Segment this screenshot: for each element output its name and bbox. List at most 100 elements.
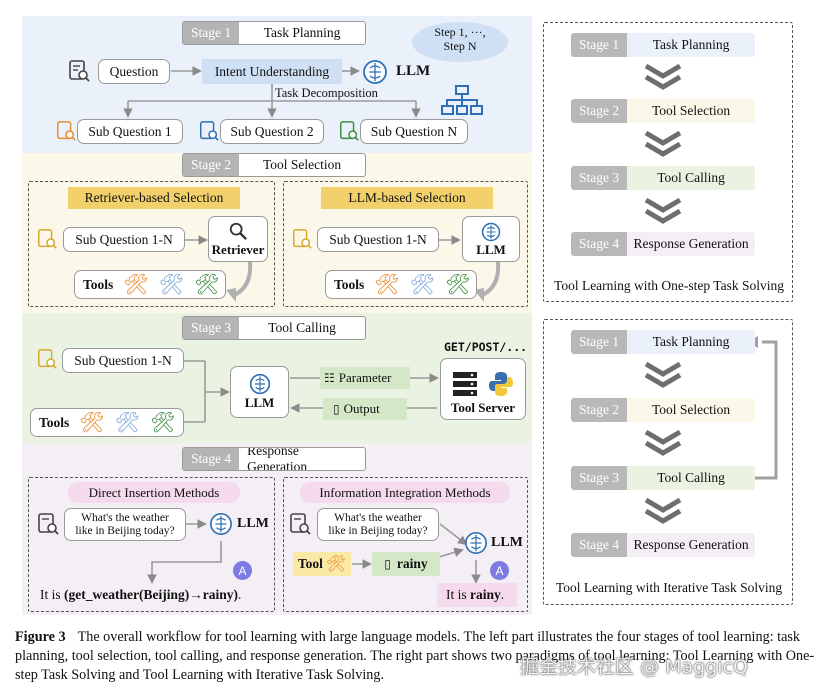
stage-tag: Stage 3 bbox=[571, 166, 628, 190]
tools-label: Tools bbox=[83, 276, 114, 292]
sub-question-1-box: Sub Question 1 bbox=[77, 119, 183, 144]
stage-label: Tool Calling bbox=[657, 470, 725, 485]
brain-icon bbox=[210, 513, 232, 535]
weather-question-line1: What's the weather bbox=[334, 511, 422, 524]
chevron-down-icon bbox=[644, 63, 682, 79]
sub-question-icon bbox=[340, 121, 359, 141]
stage-label: Response Generation bbox=[633, 537, 749, 552]
wrench-icon: 🛠 bbox=[374, 274, 400, 296]
direct-answer-bold: (get_weather(Beijing)→rainy) bbox=[64, 587, 238, 602]
tools-box: Tools 🛠 🛠 🛠 bbox=[74, 270, 226, 299]
sub-question-icon bbox=[38, 229, 57, 249]
llm-box: LLM bbox=[230, 366, 289, 418]
stage-label: Task Planning bbox=[652, 37, 730, 52]
wrench-icon: 🛠 bbox=[79, 412, 105, 434]
one-step-caption: Tool Learning with One-step Task Solving bbox=[554, 278, 784, 293]
iterative-stage1: Stage 1 Task Planning bbox=[571, 330, 755, 354]
chevron-down-icon bbox=[644, 440, 682, 456]
step-cloud-text: Step 1, ···, Step N bbox=[434, 25, 486, 53]
wrench-icon: 🛠 bbox=[123, 274, 149, 296]
sub-question-icon bbox=[57, 121, 76, 141]
chevron-down-icon bbox=[644, 361, 682, 377]
stage-tag: Stage 3 bbox=[571, 466, 628, 490]
llm-label: LLM bbox=[244, 395, 275, 410]
chevron-down-icon bbox=[644, 130, 682, 146]
tools-label: Tools bbox=[39, 414, 70, 430]
stage-title: Response Generation bbox=[247, 447, 308, 471]
chevron-down-icon bbox=[644, 429, 682, 445]
llm-label: LLM bbox=[396, 63, 431, 79]
stage-tag: Stage 4 bbox=[571, 232, 628, 256]
chevron-down-icon bbox=[644, 197, 682, 213]
agent-avatar: A bbox=[490, 561, 509, 580]
stage-tag: Stage 3 bbox=[183, 317, 240, 339]
chevron-down-icon bbox=[644, 74, 682, 90]
wrench-icon: 🛠 bbox=[158, 274, 185, 296]
stage4-header: Stage 4 Response Generation bbox=[182, 447, 366, 471]
stage-title: Tool Selection bbox=[262, 157, 342, 172]
question-doc-icon bbox=[38, 513, 59, 535]
stage-title: Task Planning bbox=[263, 25, 341, 40]
wrench-icon: 🛠 bbox=[114, 412, 141, 434]
rainy-label: rainy bbox=[396, 556, 428, 571]
integration-title: Information Integration Methods bbox=[300, 482, 510, 503]
sub-question-box: Sub Question 1-N bbox=[63, 227, 185, 252]
brain-icon bbox=[249, 373, 270, 395]
chevron-down-icon bbox=[644, 497, 682, 513]
output-label: Output bbox=[343, 401, 380, 416]
stage-tag: Stage 1 bbox=[571, 330, 628, 354]
sub-question-icon bbox=[293, 229, 312, 249]
tool-label: Tool bbox=[297, 556, 323, 571]
direct-answer: It is (get_weather(Beijing)→rainy). bbox=[40, 587, 241, 603]
figure-label: Figure 3 bbox=[15, 629, 66, 645]
python-icon bbox=[489, 372, 513, 396]
llm-label: LLM bbox=[491, 535, 523, 550]
hierarchy-icon bbox=[441, 85, 483, 115]
tools-label: Tools bbox=[334, 276, 365, 292]
stage2-header: Stage 2 Tool Selection bbox=[182, 153, 366, 177]
weather-question-box: What's the weather like in Beijing today… bbox=[64, 508, 186, 541]
integration-box bbox=[283, 477, 528, 612]
llm-box: LLM bbox=[462, 216, 520, 262]
stage-label: Tool Selection bbox=[651, 402, 731, 417]
stage-tag: Stage 4 bbox=[183, 448, 240, 470]
tool-server-box: Tool Server bbox=[440, 358, 526, 420]
retriever-selection-box bbox=[28, 181, 275, 307]
iterative-stage3: Stage 3 Tool Calling bbox=[571, 466, 755, 490]
weather-question-line2: like in Beijing today? bbox=[328, 524, 428, 537]
sub-question-icon bbox=[200, 121, 219, 141]
direct-answer-suffix: . bbox=[237, 587, 242, 602]
caption-text: The overall workflow for tool learning w… bbox=[15, 629, 815, 683]
wrench-icon: 🛠 bbox=[409, 274, 436, 296]
chevron-down-icon bbox=[644, 508, 682, 524]
stage-tag: Stage 2 bbox=[571, 398, 628, 422]
llm-selection-box bbox=[283, 181, 528, 307]
stage-title: Tool Calling bbox=[268, 320, 336, 335]
iterative-stage2: Stage 2 Tool Selection bbox=[571, 398, 755, 422]
stage-tag: Stage 1 bbox=[571, 33, 628, 57]
one-step-stage1: Stage 1 Task Planning bbox=[571, 33, 755, 57]
brain-icon bbox=[481, 222, 501, 242]
stage-tag: Stage 1 bbox=[183, 22, 240, 44]
document-icon: ▯ bbox=[384, 556, 391, 571]
direct-answer-prefix: It is bbox=[40, 587, 65, 602]
sub-question-n-box: Sub Question N bbox=[360, 119, 468, 144]
integration-answer-prefix: It is bbox=[446, 587, 471, 602]
stage-tag: Stage 2 bbox=[571, 99, 628, 123]
stage-label: Response Generation bbox=[633, 236, 749, 251]
direct-insertion-box bbox=[28, 477, 275, 612]
one-step-stage4: Stage 4 Response Generation bbox=[571, 232, 755, 256]
http-methods-label: GET/POST/... bbox=[444, 340, 528, 354]
tool-server-label: Tool Server bbox=[450, 400, 516, 415]
iterative-stage4: Stage 4 Response Generation bbox=[571, 533, 755, 557]
one-step-stage3: Stage 3 Tool Calling bbox=[571, 166, 755, 190]
server-icon bbox=[453, 372, 477, 396]
question-box: Question bbox=[98, 59, 170, 84]
weather-question-line2: like in Beijing today? bbox=[75, 524, 175, 537]
sliders-icon: ☷ bbox=[324, 370, 335, 385]
retriever-box: Retriever bbox=[208, 216, 268, 262]
question-doc-icon bbox=[69, 60, 90, 82]
iterative-panel bbox=[543, 319, 793, 605]
direct-insertion-title: Direct Insertion Methods bbox=[68, 482, 240, 503]
